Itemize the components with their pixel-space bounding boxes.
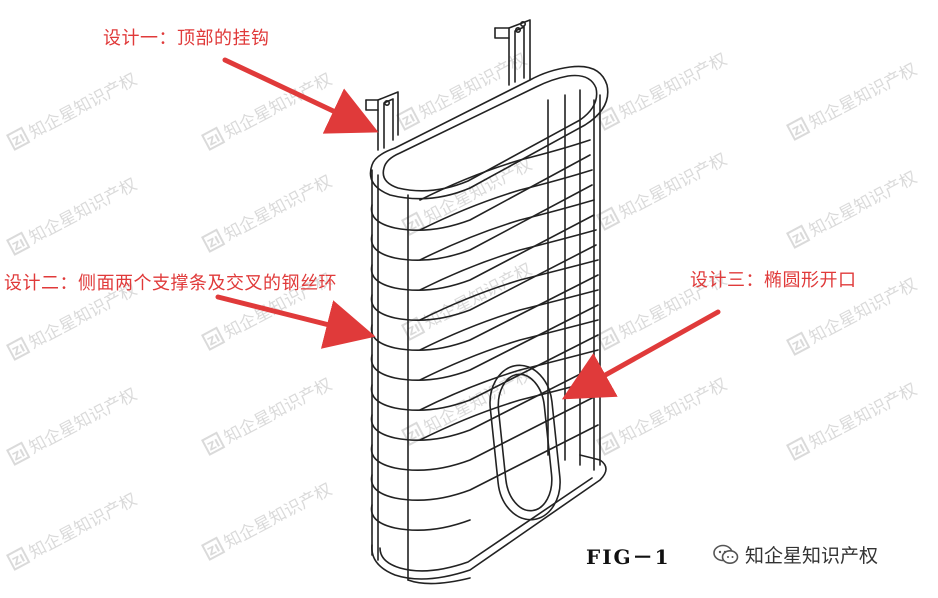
side-supports — [371, 89, 601, 581]
wechat-icon — [713, 544, 739, 564]
top-rim — [369, 65, 609, 200]
figure-label: FIG－1 — [586, 545, 671, 569]
account-footer: 知企星知识产权 — [713, 541, 878, 568]
annotation-top-hook: 设计一：顶部的挂钩 — [103, 28, 270, 49]
arrow-top-hook — [222, 57, 379, 134]
annotation-side-supports: 设计二：侧面两个支撑条及交叉的钢丝环 — [4, 273, 337, 294]
annotation-oval-opening: 设计三：椭圆形开口 — [690, 270, 857, 291]
arrow-side-supports — [215, 294, 376, 349]
left-hook — [365, 91, 399, 151]
account-name: 知企星知识产权 — [745, 545, 879, 567]
right-hook — [494, 19, 531, 86]
bottom-tray — [371, 454, 607, 585]
arrow-oval-opening — [561, 309, 721, 400]
oval-opening — [489, 364, 561, 521]
annotation-arrows — [215, 57, 721, 400]
